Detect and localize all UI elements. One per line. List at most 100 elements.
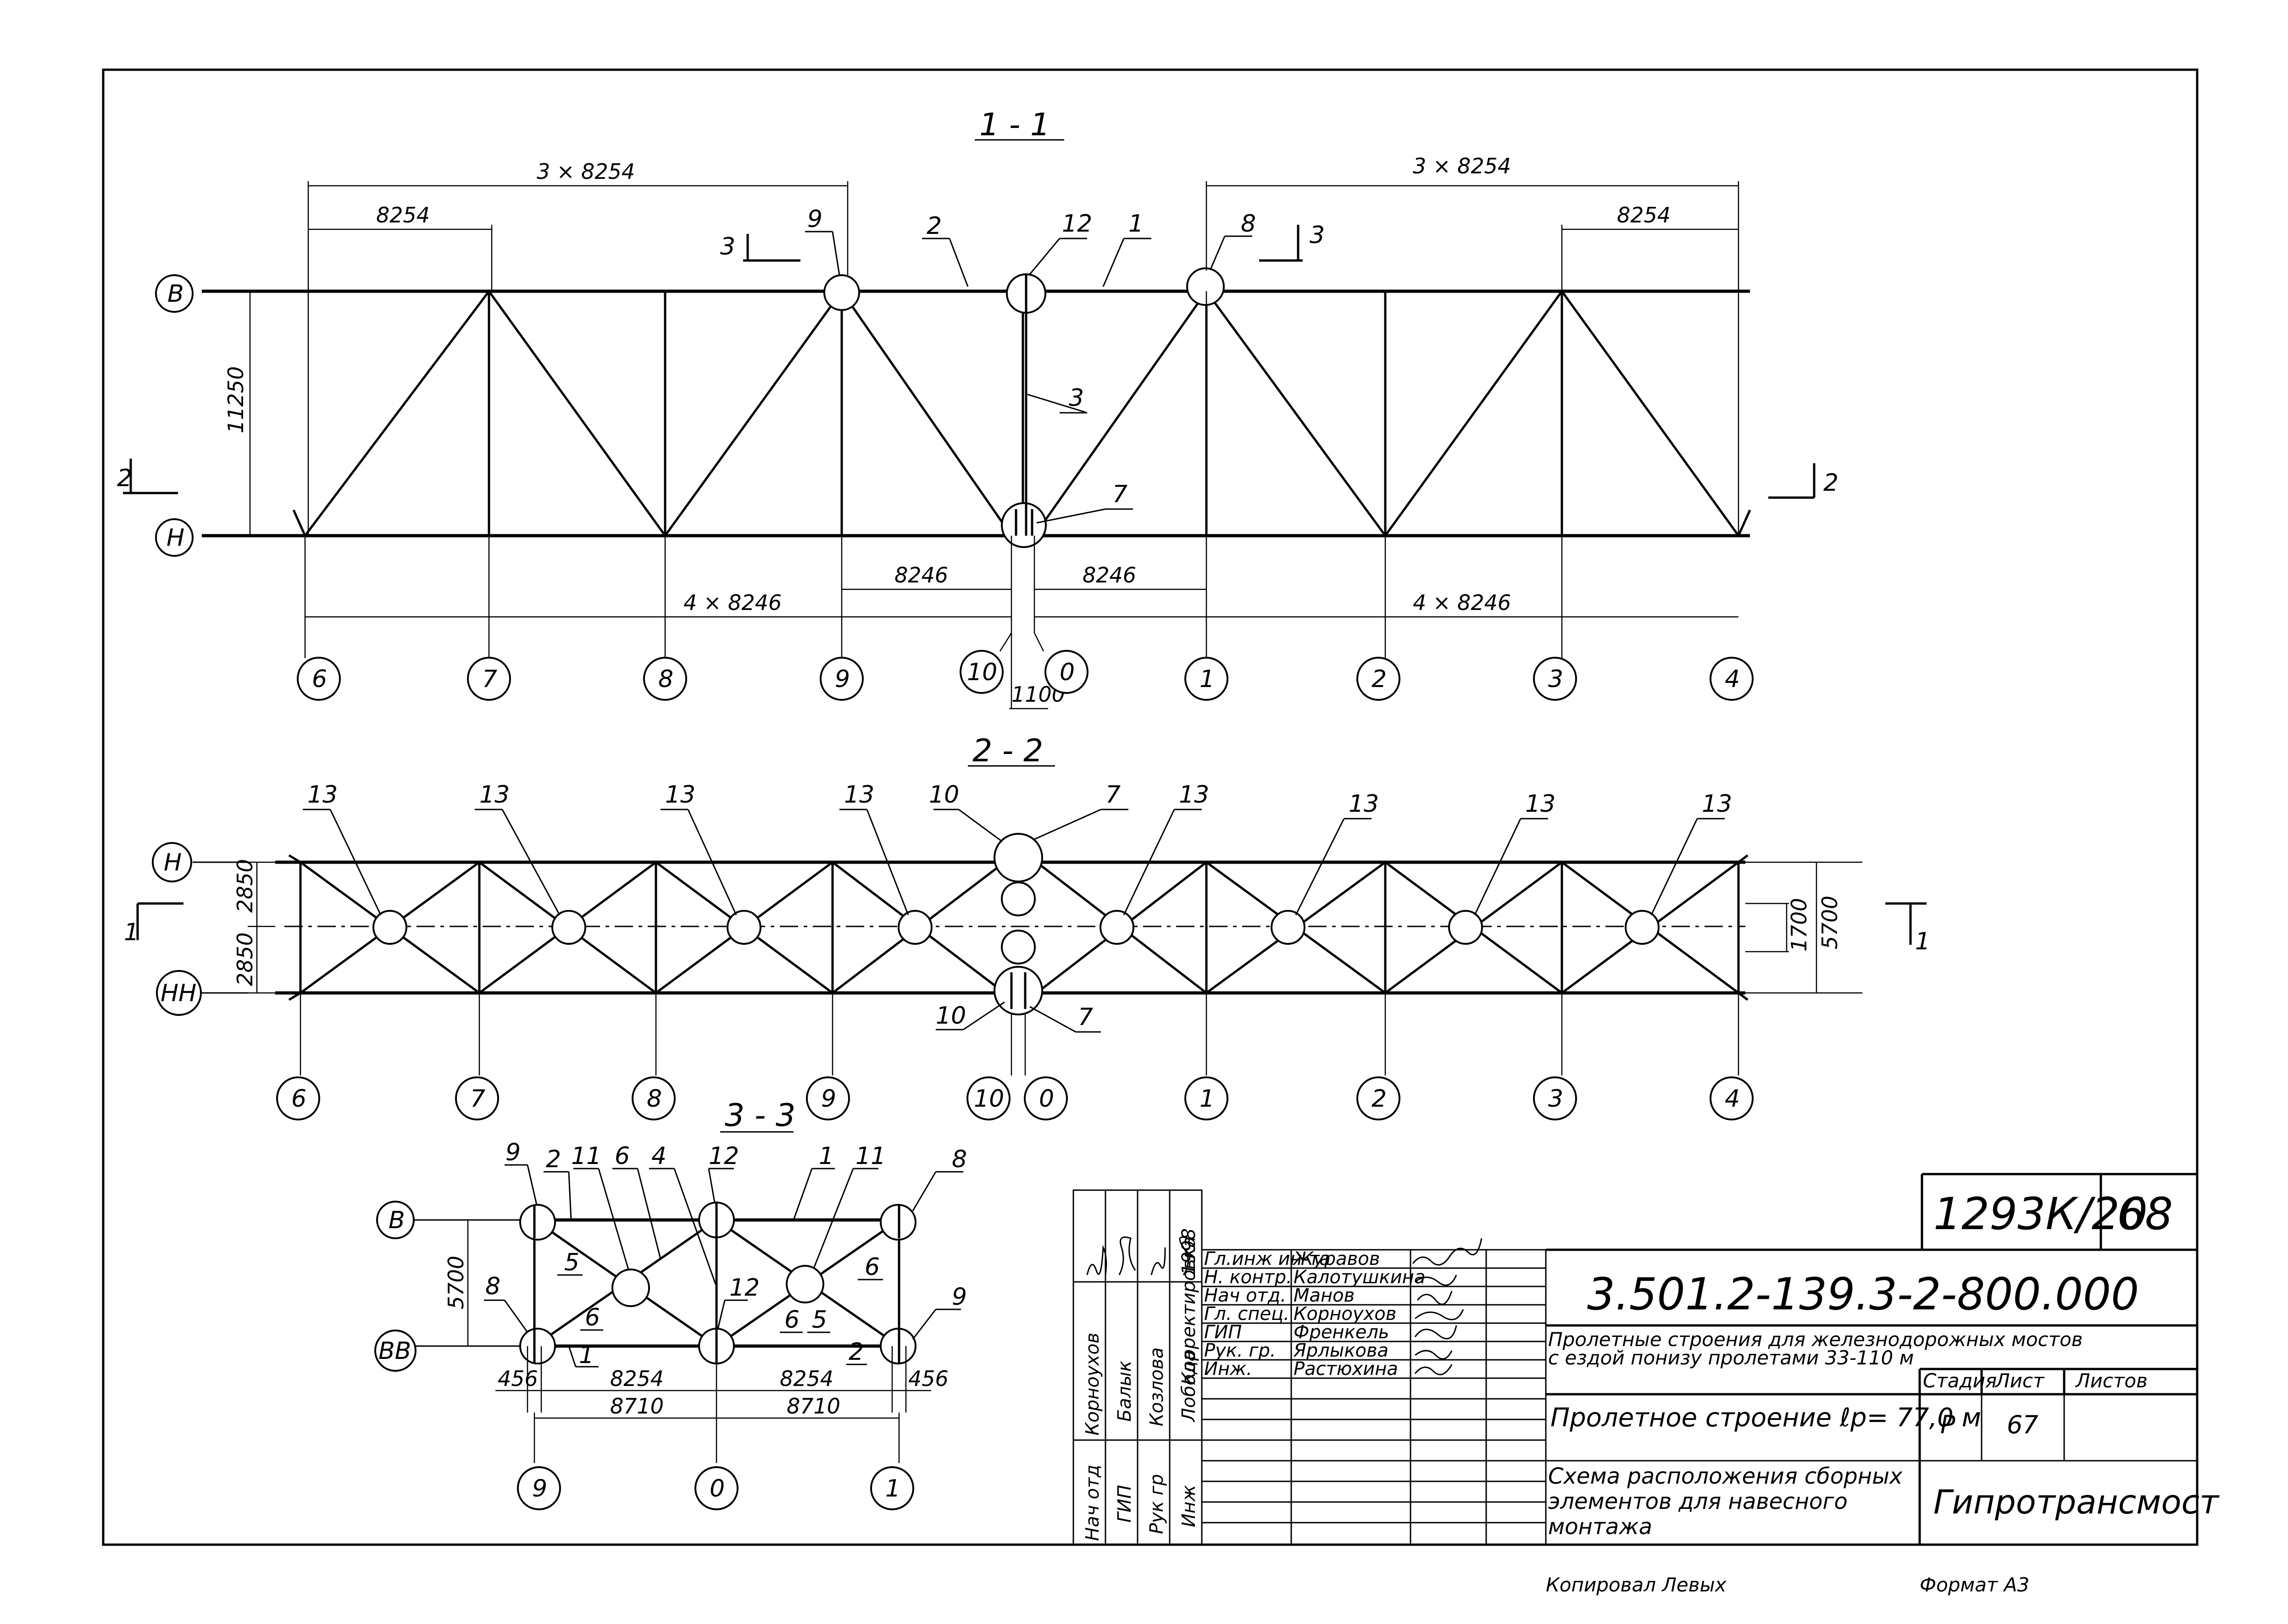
elevation-axis-markers: 6 7 8 9 10 0 1 2 3 4 bbox=[297, 650, 1754, 701]
elev-callout-2: 2 bbox=[927, 212, 942, 240]
cross-axis-0: 0 bbox=[710, 1475, 725, 1502]
cross-dim-456-left: 456 bbox=[498, 1366, 538, 1391]
side-stamp bbox=[1072, 1189, 1203, 1546]
elev-axis-9: 9 bbox=[835, 665, 850, 693]
project-title-line-1: Пролетные строения для железнодорожных м… bbox=[1548, 1328, 2083, 1351]
side-role-3: Инж bbox=[1178, 1485, 1200, 1527]
elev-axis-10: 10 bbox=[967, 659, 997, 686]
name-6: Растюхина bbox=[1294, 1358, 1398, 1380]
plan-axis-3: 3 bbox=[1548, 1085, 1563, 1113]
side-signatures bbox=[1086, 1236, 1189, 1275]
elev-axis-7: 7 bbox=[482, 665, 497, 693]
dim-left-span: 3 × 8254 bbox=[537, 159, 635, 184]
drawing-name-line-3: монтажа bbox=[1548, 1514, 1652, 1540]
section-3-3: 3 - 3 В ВВ bbox=[374, 1097, 967, 1510]
section-2-2-title: 2 - 2 bbox=[972, 733, 1043, 769]
doc-number: 1293К/20 bbox=[1933, 1188, 2148, 1240]
elev-axis-3: 3 bbox=[1548, 665, 1563, 693]
role-3: Гл. спец. bbox=[1204, 1303, 1289, 1325]
elev-axis-0: 0 bbox=[1060, 659, 1075, 686]
plan-axis-4: 4 bbox=[1725, 1085, 1740, 1113]
plan-axis-8: 8 bbox=[647, 1085, 662, 1113]
dim-bottom-right: 4 × 8246 bbox=[1413, 590, 1511, 615]
role-0: Гл.инж ин-та bbox=[1204, 1248, 1331, 1269]
plan-node-13-b: 13 bbox=[479, 781, 510, 809]
name-0: Журавов bbox=[1292, 1248, 1380, 1269]
sheet-label: Лист bbox=[1994, 1369, 2045, 1392]
elev-callout-7: 7 bbox=[1112, 481, 1127, 508]
main-stamp-grid bbox=[1546, 1173, 2197, 1545]
elev-callout-3: 3 bbox=[1069, 384, 1084, 412]
cross-axis-bottom: ВВ bbox=[378, 1337, 411, 1365]
footer-copied-by: Копировал Левых bbox=[1546, 1574, 1727, 1596]
name-4: Френкель bbox=[1294, 1322, 1389, 1343]
signatures bbox=[1412, 1238, 1483, 1375]
dim-mid-left: 8246 bbox=[894, 563, 948, 588]
section-mark-1-right: 1 bbox=[1915, 928, 1930, 955]
cross-dim-8710-right: 8710 bbox=[787, 1394, 840, 1419]
cross-callout-8-left: 8 bbox=[485, 1273, 500, 1300]
plan-node-13-a: 13 bbox=[307, 781, 338, 809]
section-mark-3-left: 3 bbox=[720, 233, 735, 261]
dim-plan-width: 5700 bbox=[1817, 896, 1842, 949]
plan-axis-10: 10 bbox=[974, 1085, 1004, 1113]
elev-callout-9: 9 bbox=[807, 205, 822, 233]
cross-callout-6-left-bottom: 6 bbox=[585, 1304, 600, 1331]
cross-callout-9-top: 9 bbox=[505, 1139, 521, 1166]
elev-axis-4: 4 bbox=[1725, 665, 1740, 693]
personnel-grid bbox=[1202, 1249, 1547, 1545]
role-4: ГИП bbox=[1204, 1322, 1242, 1343]
plan-callout-10-top: 10 bbox=[929, 781, 959, 809]
cross-dim-height: 5700 bbox=[444, 1256, 468, 1309]
plan-axis-top: Н bbox=[164, 849, 182, 876]
dim-plan-lower: 2850 bbox=[233, 932, 257, 986]
elev-axis-2: 2 bbox=[1372, 665, 1387, 693]
dim-plan-offset: 1700 bbox=[1787, 898, 1811, 952]
side-role-0: Нач отд bbox=[1082, 1465, 1103, 1541]
stage-label: Стадия bbox=[1923, 1369, 1997, 1392]
dim-right-panel: 8254 bbox=[1617, 203, 1671, 227]
drawing-name-line-2: элементов для навесного bbox=[1548, 1489, 1848, 1514]
axis-label-bottom-chord: Н bbox=[167, 524, 184, 552]
cross-callout-8-right: 8 bbox=[952, 1146, 967, 1173]
section-mark-2-right: 2 bbox=[1823, 469, 1838, 497]
plan-axis-7: 7 bbox=[470, 1085, 485, 1113]
elev-axis-1: 1 bbox=[1200, 665, 1215, 693]
cross-callout-12-top: 12 bbox=[709, 1142, 739, 1170]
dim-right-span: 3 × 8254 bbox=[1413, 154, 1511, 178]
sheet-title: Пролетное строение ℓр= 77,0 м bbox=[1550, 1403, 1981, 1433]
plan-axis-bottom: НН bbox=[161, 980, 196, 1007]
axis-label-top-chord: В bbox=[167, 280, 184, 308]
project-title-line-2: с ездой понизу пролетами 33-110 м bbox=[1548, 1347, 1914, 1369]
sheets-label: Листов bbox=[2075, 1369, 2148, 1392]
elev-callout-8: 8 bbox=[1241, 210, 1256, 238]
section-2-2: 2 - 2 bbox=[124, 733, 1930, 1075]
dim-plan-upper: 2850 bbox=[233, 859, 257, 913]
plan-axis-0: 0 bbox=[1039, 1085, 1054, 1113]
side-year: 1998 bbox=[1178, 1228, 1200, 1275]
name-1: Калотушкина bbox=[1294, 1267, 1425, 1288]
side-correction: Корректировка bbox=[1178, 1236, 1200, 1385]
cross-callout-1-bottom: 1 bbox=[579, 1341, 594, 1369]
side-name-2: Козлова bbox=[1146, 1347, 1167, 1426]
cross-callout-2-bottom: 2 bbox=[849, 1338, 864, 1366]
sheet-number: 68 bbox=[2117, 1188, 2173, 1240]
cross-callout-6-mid: 6 bbox=[784, 1306, 800, 1334]
role-2: Нач отд. bbox=[1204, 1285, 1286, 1306]
cross-callout-11-right: 11 bbox=[855, 1142, 886, 1170]
dim-height: 11250 bbox=[223, 366, 248, 433]
section-1-1: 1 - 1 В bbox=[117, 107, 1838, 709]
organization: Гипротрансмост bbox=[1933, 1483, 2220, 1521]
cross-axis-9: 9 bbox=[532, 1475, 547, 1502]
stage-value: Р bbox=[1940, 1410, 1955, 1439]
cross-dim-456-right: 456 bbox=[908, 1366, 949, 1391]
cross-callout-1-top: 1 bbox=[819, 1142, 834, 1170]
role-5: Рук. гр. bbox=[1204, 1340, 1276, 1361]
plan-node-13-f: 13 bbox=[1349, 790, 1379, 818]
cross-callout-4: 4 bbox=[651, 1142, 666, 1170]
elev-callout-12: 12 bbox=[1062, 210, 1092, 238]
cross-dim-8254-right: 8254 bbox=[780, 1366, 833, 1391]
cross-callout-5-right: 5 bbox=[812, 1306, 827, 1334]
side-role-2: Рук гр bbox=[1146, 1474, 1167, 1534]
